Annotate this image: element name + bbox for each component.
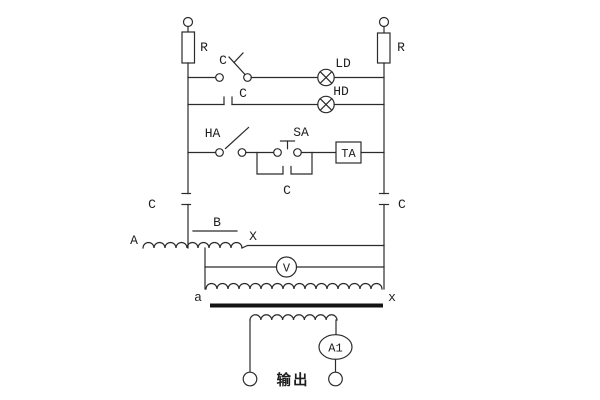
ammeter-a1: A1 — [318, 334, 353, 360]
primary-coil — [205, 282, 383, 290]
label-resistor-right: R — [397, 40, 405, 55]
lamp-ld-row: C LD — [187, 52, 385, 87]
control-row: HA SA C TA — [187, 125, 385, 198]
switch-pole — [215, 73, 224, 82]
regulator-x-link-wire — [241, 244, 385, 249]
regulator-winding: A B X — [130, 215, 385, 290]
ta-relay-coil: TA — [335, 141, 362, 164]
label-lamp-hd: HD — [333, 84, 349, 99]
label-resistor-left: R — [200, 40, 208, 55]
lamp-hd: HD — [317, 84, 349, 114]
label-regulator-input: A — [130, 233, 138, 248]
label-ammeter: A1 — [328, 342, 342, 356]
label-lamp-ld: LD — [335, 56, 351, 71]
label-voltmeter: V — [283, 262, 291, 276]
right-supply-branch: R C — [376, 16, 406, 290]
label-contact-parallel: C — [283, 183, 291, 198]
label-button-sa: SA — [293, 125, 309, 140]
contact-left-arm — [256, 151, 284, 175]
left-resistor — [181, 31, 196, 64]
sa-pushbutton: SA — [273, 125, 309, 157]
knife-switch-c: C — [215, 52, 252, 82]
switch-blade — [224, 126, 250, 150]
lamp-cross — [319, 70, 333, 85]
ha-knife-switch: HA — [205, 126, 250, 157]
label-knife-switch-top: C — [219, 53, 227, 68]
left-rail-contact-c: C — [148, 192, 192, 212]
label-switch-ha: HA — [205, 126, 221, 141]
switch-blade-tick — [233, 52, 244, 64]
left-input-terminal — [182, 16, 194, 28]
transformer-core-bar — [210, 303, 383, 308]
output-terminal-right — [328, 371, 343, 387]
label-rail-contact-right: C — [398, 197, 406, 212]
lamp-ld: LD — [317, 56, 351, 87]
switch-pole — [237, 148, 247, 157]
label-relay-ta: TA — [341, 147, 356, 161]
switch-blade — [228, 56, 246, 75]
secondary-coil — [249, 314, 338, 321]
label-primary-start: a — [194, 290, 202, 305]
label-regulator-output: X — [249, 229, 257, 244]
label-regulator-brush: B — [213, 215, 221, 230]
label-rail-contact-left: C — [148, 197, 156, 212]
right-input-terminal — [378, 16, 390, 28]
lamp-cross — [319, 97, 333, 112]
left-supply-branch: R C — [148, 16, 208, 249]
lamp-hd-row: C HD — [187, 84, 385, 114]
button-pole — [293, 148, 302, 157]
secondary-circuit: A1 输出 — [242, 314, 353, 389]
no-contact-c-top: C — [223, 86, 247, 106]
contact-right-arm — [290, 151, 313, 175]
right-resistor — [376, 32, 391, 64]
c-parallel-contact: C — [256, 151, 313, 198]
button-pole — [273, 148, 282, 157]
switch-pole — [243, 73, 252, 82]
switch-pole — [215, 148, 224, 157]
regulator-coil — [142, 241, 243, 249]
output-terminal-left — [242, 371, 258, 387]
primary-winding: a x — [194, 282, 396, 305]
voltmeter-row: V — [204, 256, 385, 278]
label-output: 输出 — [277, 371, 310, 389]
label-contact-top: C — [239, 86, 247, 101]
label-primary-end: x — [388, 290, 396, 305]
